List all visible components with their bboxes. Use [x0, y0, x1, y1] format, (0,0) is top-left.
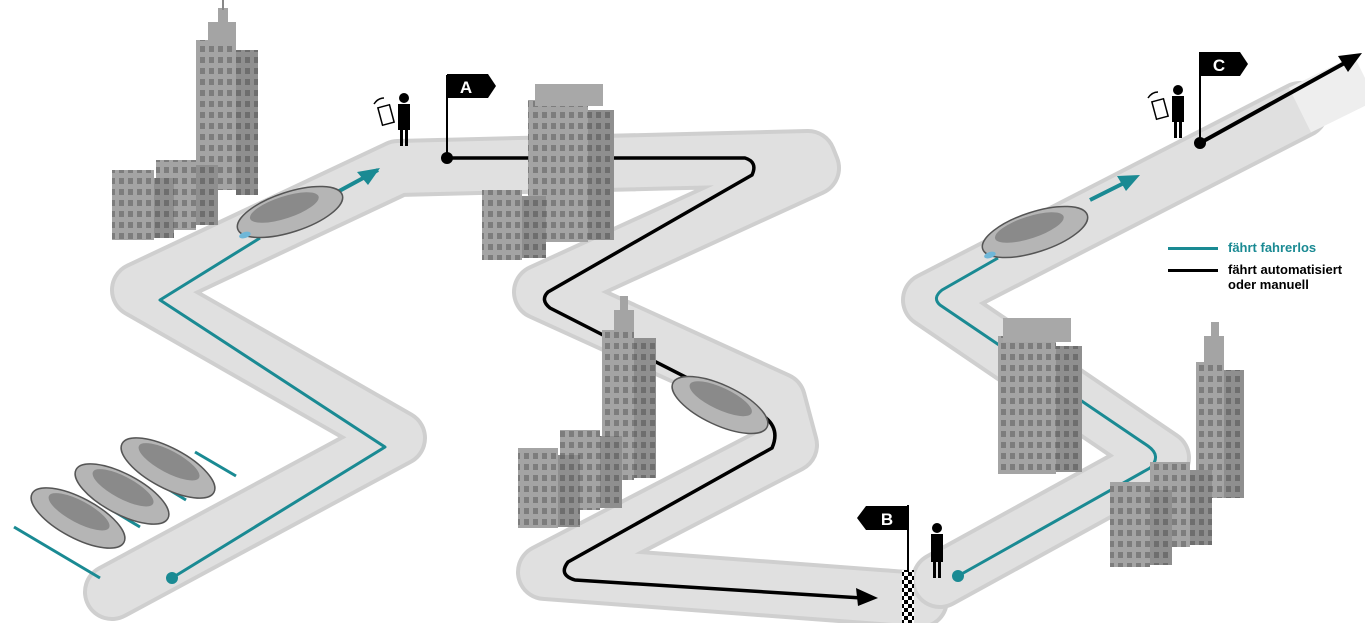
- flag-c-label: C: [1213, 56, 1225, 75]
- flag-a-label: A: [460, 78, 472, 97]
- legend-swatch-black: [1168, 269, 1218, 272]
- flag-b-label: B: [881, 510, 893, 529]
- legend-swatch-teal: [1168, 247, 1218, 250]
- legend-item-driverless: fährt fahrerlos: [1168, 240, 1342, 258]
- legend-label-driverless: fährt fahrerlos: [1228, 240, 1316, 255]
- person-with-phone-a: [374, 93, 410, 146]
- legend-item-automated: fährt automatisiert oder manuell: [1168, 262, 1342, 296]
- building-block-left: [112, 160, 218, 240]
- person-with-phone-c: [1148, 85, 1184, 138]
- legend: fährt fahrerlos fährt automatisiert oder…: [1168, 240, 1342, 296]
- legend-label-automated: fährt automatisiert oder manuell: [1228, 262, 1342, 292]
